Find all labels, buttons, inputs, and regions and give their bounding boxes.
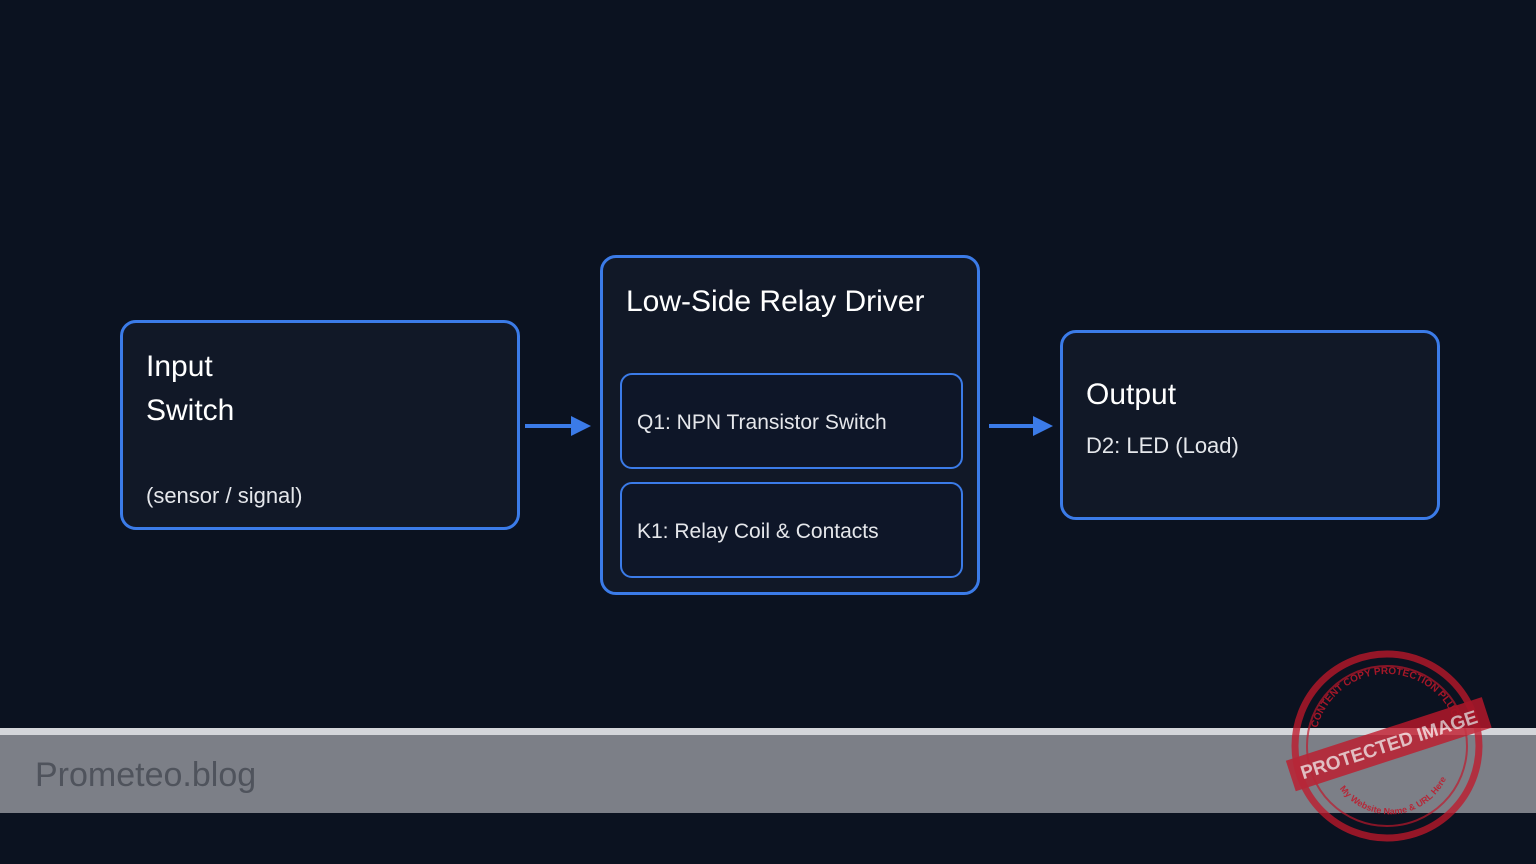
output-subtitle: D2: LED (Load) bbox=[1086, 433, 1239, 458]
protected-image-stamp-icon: CONTENT COPY PROTECTION PLUGIN My Websit… bbox=[1285, 650, 1492, 842]
input-title-line1: Input bbox=[146, 350, 213, 383]
q1-label: Q1: NPN Transistor Switch bbox=[637, 411, 887, 434]
arrow-right-icon bbox=[989, 416, 1053, 436]
k1-relay-block: K1: Relay Coil & Contacts bbox=[620, 482, 963, 578]
k1-label: K1: Relay Coil & Contacts bbox=[637, 520, 879, 543]
output-title: Output bbox=[1086, 378, 1177, 411]
stamp-main-text: PROTECTED IMAGE bbox=[1298, 707, 1480, 784]
driver-title: Low-Side Relay Driver bbox=[626, 285, 925, 318]
arrow-right-icon bbox=[525, 416, 591, 436]
svg-text:My Website Name & URL Here: My Website Name & URL Here bbox=[1338, 775, 1448, 817]
q1-transistor-block: Q1: NPN Transistor Switch bbox=[620, 373, 963, 469]
footer-divider bbox=[0, 728, 1536, 735]
low-side-relay-driver-block: Low-Side Relay Driver Q1: NPN Transistor… bbox=[600, 255, 980, 595]
input-title-line2: Switch bbox=[146, 394, 235, 427]
input-switch-block: Input Switch (sensor / signal) bbox=[120, 320, 520, 530]
stamp-bottom-text: My Website Name & URL Here bbox=[1338, 775, 1448, 817]
footer-bar: Prometeo.blog bbox=[0, 735, 1536, 813]
footer-brand[interactable]: Prometeo.blog bbox=[35, 756, 257, 794]
output-block: Output D2: LED (Load) bbox=[1060, 330, 1440, 520]
input-subtitle: (sensor / signal) bbox=[146, 483, 303, 508]
